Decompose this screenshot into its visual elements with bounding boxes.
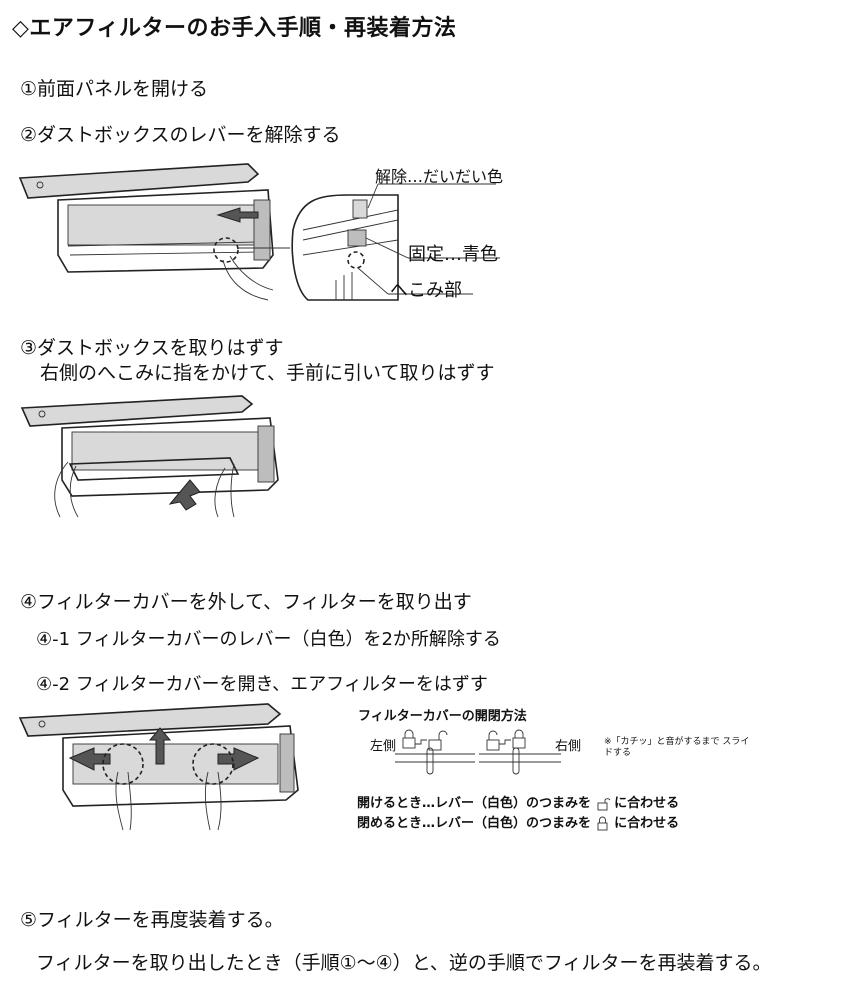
arrow-icon bbox=[168, 479, 201, 511]
figure-dustbox-remove bbox=[20, 395, 279, 518]
cover-open-tail: に合わせる bbox=[614, 796, 680, 811]
step-1: ①前面パネルを開ける bbox=[20, 78, 209, 100]
step-4-2: ④-2 フィルターカバーを開き、エアフィルターをはずす bbox=[36, 674, 488, 695]
hand-icon bbox=[222, 255, 274, 301]
unlock-icon bbox=[428, 730, 448, 751]
cover-close-line: 閉めるとき…レバー（白色）のつまみを に合わせる bbox=[357, 812, 679, 831]
step-3-detail: 右側のへこみに指をかけて、手前に引いて取りはずす bbox=[40, 362, 495, 384]
step-3: ③ダストボックスを取りはずす bbox=[20, 337, 284, 359]
cover-open-text: 開けるとき…レバー（白色）のつまみを bbox=[357, 796, 592, 811]
arrow-icon bbox=[216, 207, 259, 223]
step-4-1: ④-1 フィルターカバーのレバー（白色）を2か所解除する bbox=[36, 629, 501, 650]
cover-method-heading: フィルターカバーの開閉方法 bbox=[358, 709, 527, 724]
hand-icon bbox=[115, 771, 132, 831]
step-4: ④フィルターカバーを外して、フィルターを取り出す bbox=[20, 591, 472, 613]
cover-close-tail: に合わせる bbox=[614, 816, 680, 831]
lock-icon bbox=[512, 729, 526, 749]
label-release: 解除…だいだい色 bbox=[375, 167, 504, 186]
cover-right-label: 右側 bbox=[555, 739, 582, 754]
unlock-icon bbox=[486, 730, 500, 751]
arrow-icon bbox=[148, 727, 172, 765]
hand-icon bbox=[54, 461, 79, 518]
cover-close-text: 閉めるとき…レバー（白色）のつまみを bbox=[357, 816, 592, 831]
figure-dustbox-lever bbox=[18, 163, 500, 301]
cover-note: ※「カチッ」と音がするまで スライドする bbox=[604, 737, 750, 758]
lock-icon bbox=[402, 729, 416, 749]
label-dent: へこみ部 bbox=[390, 280, 462, 301]
page-title: ◇エアフィルターのお手入手順・再装着方法 bbox=[12, 16, 457, 41]
arrow-icon bbox=[217, 747, 260, 771]
unlock-icon bbox=[597, 797, 610, 810]
hand-icon bbox=[214, 463, 235, 518]
step-2: ②ダストボックスのレバーを解除する bbox=[20, 124, 341, 146]
figure-filter-cover bbox=[18, 703, 299, 831]
cover-open-line: 開けるとき…レバー（白色）のつまみを に合わせる bbox=[357, 792, 679, 811]
lock-icon bbox=[597, 816, 607, 830]
cover-left-label: 左側 bbox=[370, 739, 397, 754]
arrow-icon bbox=[68, 747, 111, 771]
step-5-detail: フィルターを取り出したとき（手順①～④）と、逆の手順でフィルターを再装着する。 bbox=[36, 952, 772, 974]
label-lock: 固定…青色 bbox=[408, 244, 498, 265]
hand-icon bbox=[204, 771, 222, 831]
cover-lever-diagram bbox=[395, 729, 561, 775]
step-5: ⑤フィルターを再度装着する。 bbox=[20, 909, 284, 931]
